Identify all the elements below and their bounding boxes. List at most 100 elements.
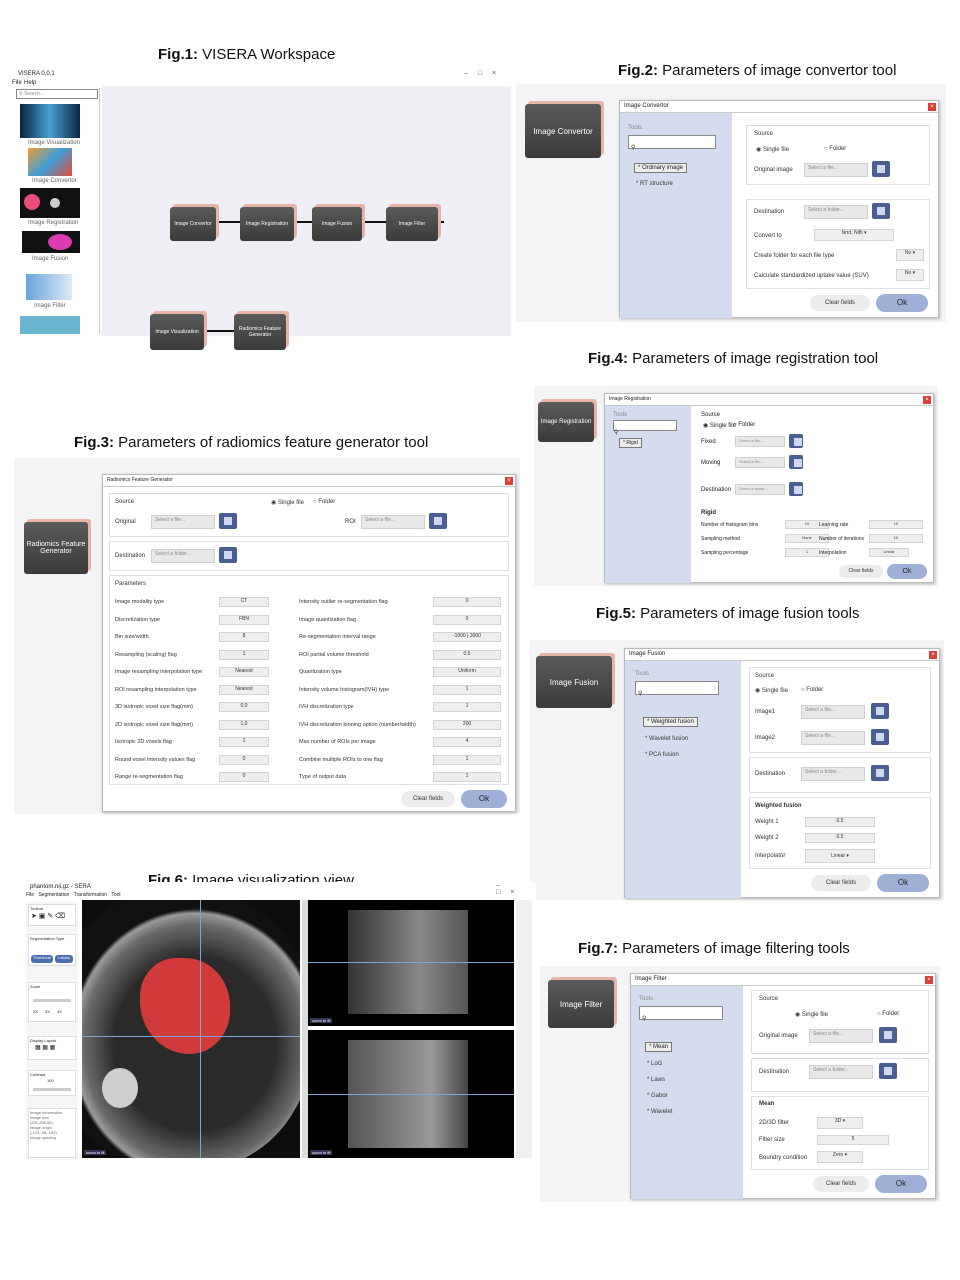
param-value[interactable]: 0.0	[219, 702, 269, 712]
radio-single[interactable]: ◉ Single file	[795, 1012, 828, 1018]
convert-dropdown[interactable]: Nrrd, Nifti ▾	[814, 229, 894, 241]
toolbox-search-input[interactable]: ⚲ Search...	[16, 89, 98, 99]
tools-search-input[interactable]: ⚲	[639, 1006, 723, 1022]
menu-bar[interactable]: File Segmentation Transformation Tool	[26, 892, 121, 898]
param-input[interactable]: 10	[869, 520, 923, 529]
param-value[interactable]: 1	[433, 754, 501, 765]
param-value[interactable]: 0	[433, 614, 501, 625]
thumb-radiomics[interactable]	[20, 316, 80, 334]
toolbar-icons[interactable]: ➤ ▣ ✎ ⌫	[31, 913, 66, 920]
param-value[interactable]: CT	[219, 597, 269, 607]
folder-icon[interactable]	[879, 1063, 897, 1079]
fixed-field[interactable]: Select a file...	[735, 436, 785, 447]
param-value[interactable]: Uniform	[433, 667, 501, 677]
param-value[interactable]: 0	[433, 597, 501, 607]
file-icon[interactable]	[871, 703, 889, 719]
param-input[interactable]: 10	[785, 520, 829, 529]
close-icon[interactable]: ×	[929, 651, 937, 659]
zoom-slider[interactable]	[33, 999, 71, 1002]
clear-fields-button[interactable]: Clear fields	[811, 875, 871, 891]
node-image-registration[interactable]: Image Registration	[538, 402, 594, 442]
axial-view[interactable]: zoom to fit	[82, 900, 300, 1158]
clear-fields-button[interactable]: Clear fields	[810, 295, 870, 311]
file-icon[interactable]	[789, 455, 803, 469]
file-icon[interactable]	[429, 513, 447, 529]
zoom-to-fit-button[interactable]: zoom to fit	[310, 1150, 333, 1155]
node-image-convertor[interactable]: Image Convertor	[525, 104, 601, 158]
zoom-buttons[interactable]: 2X 3X 4X	[33, 1009, 62, 1014]
radio-folder[interactable]: ○ Folder	[733, 422, 756, 428]
labels-button[interactable]: Labels	[55, 955, 73, 963]
tool-item[interactable]: * Ordinary image	[634, 163, 688, 173]
node-image-visualization[interactable]: Image Visualization	[150, 314, 204, 350]
param-value[interactable]: 1	[433, 772, 501, 782]
view-scrollbar[interactable]	[516, 900, 532, 1158]
tools-search-input[interactable]: ⚲	[613, 420, 677, 436]
param-input[interactable]: 1	[785, 548, 829, 557]
destination-field[interactable]: Select a folder...	[809, 1065, 873, 1079]
folder-icon[interactable]	[872, 203, 890, 219]
window-controls[interactable]: –□×	[464, 70, 507, 77]
param-value[interactable]: Nearest	[219, 667, 269, 677]
param-dropdown[interactable]: Linear	[869, 548, 909, 557]
layout-icons[interactable]: ▦ ▦ ▦	[35, 1045, 56, 1051]
radio-folder[interactable]: ○ Folder	[801, 687, 824, 693]
radio-single[interactable]: ◉ Single file	[756, 147, 789, 153]
menu-file[interactable]: File	[12, 80, 22, 86]
param-value[interactable]: 0	[219, 772, 269, 782]
tool-item[interactable]: * Laws	[647, 1077, 666, 1083]
node-image-fusion[interactable]: Image Fusion	[536, 656, 612, 708]
radio-single[interactable]: ◉ Single file	[755, 688, 788, 694]
folder-icon[interactable]	[219, 547, 237, 563]
canvas-area[interactable]	[102, 86, 511, 336]
create-folder-dropdown[interactable]: No ▾	[896, 249, 924, 261]
weight1-input[interactable]: 0.5	[805, 817, 875, 827]
original-field[interactable]: Select a file...	[151, 515, 215, 529]
original-image-field[interactable]: Select a file...	[804, 163, 868, 177]
param-value[interactable]: 0	[219, 754, 269, 765]
contrast-slider[interactable]	[33, 1088, 71, 1091]
radio-folder[interactable]: ○ Folder	[313, 499, 336, 505]
node-image-filter[interactable]: Image Filter	[548, 980, 614, 1028]
node-radiomics[interactable]: Radiomics Feature Generator	[24, 522, 88, 574]
tool-item[interactable]: * Mean	[645, 1042, 673, 1052]
moving-field[interactable]: Select a file...	[735, 457, 785, 468]
suv-dropdown[interactable]: No ▾	[896, 269, 924, 281]
filter-size-input[interactable]: 5	[817, 1135, 889, 1145]
tool-item[interactable]: * RT structure	[636, 181, 673, 187]
tool-item[interactable]: * PCA fusion	[645, 752, 679, 758]
param-value[interactable]: 1	[219, 737, 269, 747]
param-value[interactable]: 1.0	[219, 719, 269, 730]
param-dropdown[interactable]: None	[785, 534, 829, 543]
boundary-dropdown[interactable]: Zero ▾	[817, 1151, 863, 1163]
tool-item[interactable]: * Wavelet fusion	[645, 736, 689, 742]
destination-field[interactable]: Select a folder...	[804, 205, 868, 219]
tools-search-input[interactable]: ⚲	[635, 681, 719, 697]
param-value[interactable]: 200	[433, 719, 501, 730]
coronal-view[interactable]: zoom to fit	[308, 900, 514, 1026]
param-value[interactable]: 1	[433, 702, 501, 712]
file-icon[interactable]	[789, 434, 803, 448]
file-icon[interactable]	[219, 513, 237, 529]
param-value[interactable]: 4	[433, 737, 501, 747]
node-image-filter[interactable]: Image Filter	[386, 207, 438, 241]
thumb-fusion[interactable]	[22, 231, 80, 253]
param-value[interactable]: 8	[219, 632, 269, 642]
close-icon[interactable]: ×	[505, 477, 513, 485]
tool-item[interactable]: * Wavelet	[647, 1109, 673, 1115]
param-value[interactable]: 1	[433, 684, 501, 695]
threshold-button[interactable]: Threshold	[31, 955, 53, 963]
folder-icon[interactable]	[789, 482, 803, 496]
thumb-convertor[interactable]	[28, 148, 72, 176]
image2-field[interactable]: Select a file...	[801, 731, 865, 745]
radio-folder[interactable]: ○ Folder	[877, 1011, 900, 1017]
param-value[interactable]: 1	[219, 649, 269, 660]
node-image-convertor[interactable]: Image Convertor	[170, 207, 216, 241]
view-divider[interactable]	[302, 900, 308, 1158]
window-controls[interactable]: –□×	[496, 882, 525, 896]
filter-dim-dropdown[interactable]: 3D ▾	[817, 1117, 863, 1129]
clear-fields-button[interactable]: Clear fields	[839, 565, 883, 578]
close-icon[interactable]: ×	[928, 103, 936, 111]
weight2-input[interactable]: 0.5	[805, 833, 875, 843]
param-value[interactable]: -1000 | 3000	[433, 632, 501, 642]
